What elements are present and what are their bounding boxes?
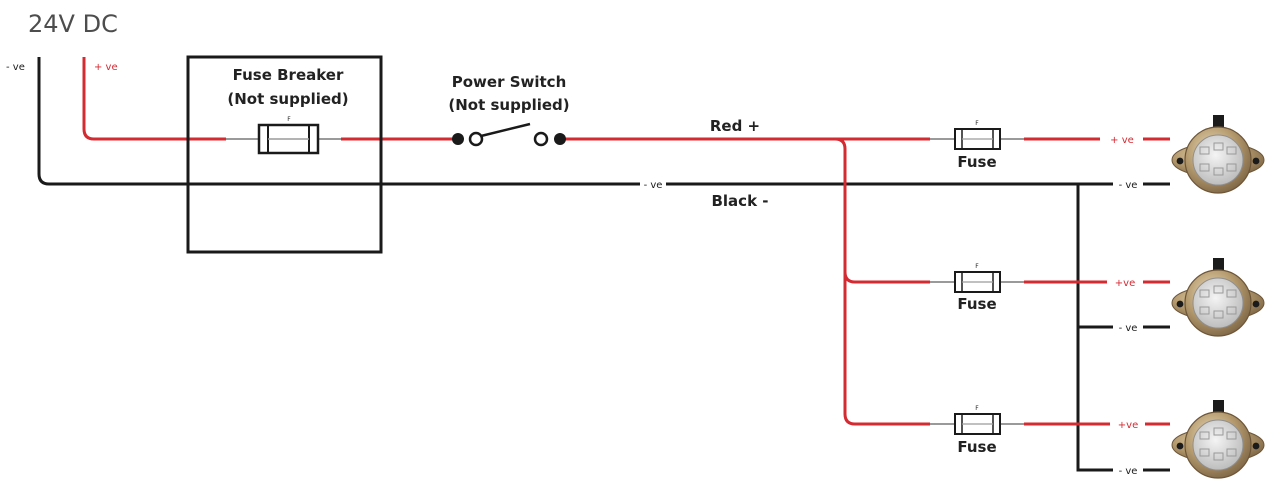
power-switch-label-1: Power Switch [452, 73, 567, 91]
fuse-1-f-label: F [975, 120, 979, 127]
light-3-neg-label: - ve [1119, 466, 1138, 477]
fuse-3-label: Fuse [957, 438, 996, 456]
light-2-neg-label: - ve [1119, 323, 1138, 334]
branch-3: F Fuse +ve - ve [954, 399, 1265, 479]
fuse-3-f-label: F [975, 405, 979, 412]
red-wiring [82, 57, 1170, 426]
fuse-breaker-label-2: (Not supplied) [227, 90, 348, 108]
fuse-breaker-f-label: F [287, 116, 291, 123]
fuse-breaker-symbol: F [257, 116, 320, 155]
power-switch-label-2: (Not supplied) [448, 96, 569, 114]
light-1-pos-label: + ve [1110, 135, 1134, 146]
light-2-pos-label: +ve [1115, 278, 1135, 289]
black-wiring [37, 57, 1170, 472]
black-supply-wire [37, 57, 640, 186]
power-switch-symbol [452, 122, 566, 147]
fuse-2-label: Fuse [957, 295, 996, 313]
fuse-2-symbol: F [954, 263, 1001, 293]
supply-neg-label: - ve [6, 62, 25, 73]
main-neg-label: - ve [644, 180, 663, 191]
fuse-breaker-label-1: Fuse Breaker [233, 66, 344, 84]
red-supply-wire [82, 57, 226, 141]
branch-2: F Fuse +ve - ve [954, 257, 1265, 337]
light-1-neg-label: - ve [1119, 180, 1138, 191]
fuse-leads [226, 138, 1024, 425]
supply-pos-label: + ve [94, 62, 118, 73]
led-light-3 [1171, 399, 1265, 479]
fuse-1-label: Fuse [957, 153, 996, 171]
red-branch-2-wire [834, 137, 930, 284]
light-3-pos-label: +ve [1118, 420, 1138, 431]
fuse-3-symbol: F [954, 405, 1001, 435]
fuse-breaker-box [186, 55, 383, 254]
fuse-2-f-label: F [975, 263, 979, 270]
led-light-1 [1171, 114, 1265, 194]
led-light-2 [1171, 257, 1265, 337]
fuse-1-symbol: F [954, 120, 1001, 150]
red-wire-label: Red + [710, 117, 760, 135]
black-drop-wire [1076, 184, 1113, 472]
red-branch-3-wire [843, 272, 930, 426]
diagram-title: 24V DC [28, 10, 118, 38]
branch-1: F Fuse + ve - ve [954, 114, 1265, 194]
black-wire-label: Black - [711, 192, 768, 210]
